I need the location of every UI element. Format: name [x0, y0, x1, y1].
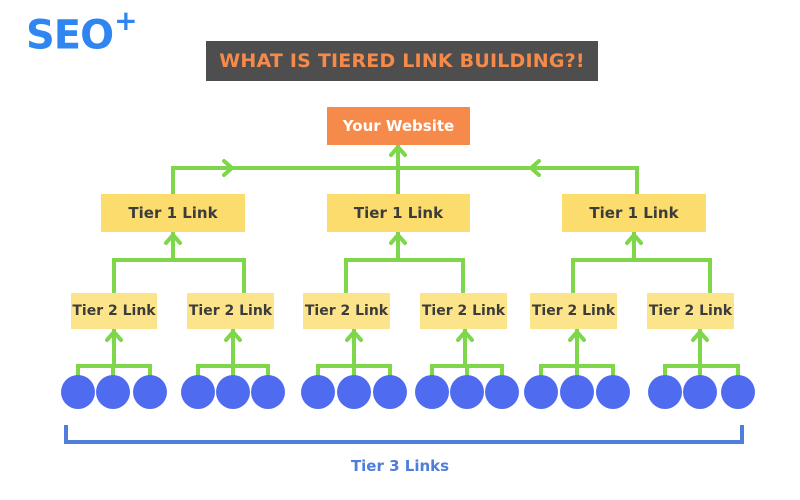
tier2-box: Tier 2 Link [187, 293, 274, 329]
tier3-link-node [181, 375, 215, 409]
up-arrow-icon [345, 330, 363, 342]
tier3-link-node [721, 375, 755, 409]
logo-text: SEO [26, 12, 114, 59]
up-arrow-icon [164, 233, 182, 245]
up-arrow-icon [691, 330, 709, 342]
page-title: WHAT IS TIERED LINK BUILDING?! [206, 41, 598, 81]
tier1-box: Tier 1 Link [327, 194, 470, 232]
tier2-box: Tier 2 Link [420, 293, 507, 329]
tier3-link-node [485, 375, 519, 409]
tier3-link-node [337, 375, 371, 409]
tier3-link-node [61, 375, 95, 409]
right-arrow-icon [222, 159, 234, 177]
tier3-link-node [648, 375, 682, 409]
tier2-box: Tier 2 Link [71, 293, 157, 329]
up-arrow-icon [625, 233, 643, 245]
tier2-box: Tier 2 Link [530, 293, 617, 329]
up-arrow-icon [456, 330, 474, 342]
tier1-box: Tier 1 Link [101, 194, 245, 232]
tier3-link-node [596, 375, 630, 409]
left-arrow-icon [529, 159, 541, 177]
tier3-link-node [96, 375, 130, 409]
tier3-link-node [301, 375, 335, 409]
up-arrow-icon [224, 330, 242, 342]
logo-plus: + [114, 4, 137, 37]
seo-plus-logo: SEO+ [26, 4, 138, 59]
tier3-link-node [133, 375, 167, 409]
tier3-link-node [251, 375, 285, 409]
up-arrow-icon [389, 233, 407, 245]
tier3-link-node [560, 375, 594, 409]
up-arrow-icon [105, 330, 123, 342]
tier3-link-node [216, 375, 250, 409]
tier3-link-node [683, 375, 717, 409]
tier1-box: Tier 1 Link [562, 194, 706, 232]
up-arrow-icon [389, 145, 407, 157]
tier2-box: Tier 2 Link [303, 293, 390, 329]
tier3-link-node [450, 375, 484, 409]
your-website-box: Your Website [327, 107, 470, 145]
tier3-link-node [524, 375, 558, 409]
tier3-links-label: Tier 3 Links [350, 457, 450, 475]
tier3-link-node [373, 375, 407, 409]
tier3-link-node [415, 375, 449, 409]
tier2-box: Tier 2 Link [647, 293, 734, 329]
up-arrow-icon [568, 330, 586, 342]
